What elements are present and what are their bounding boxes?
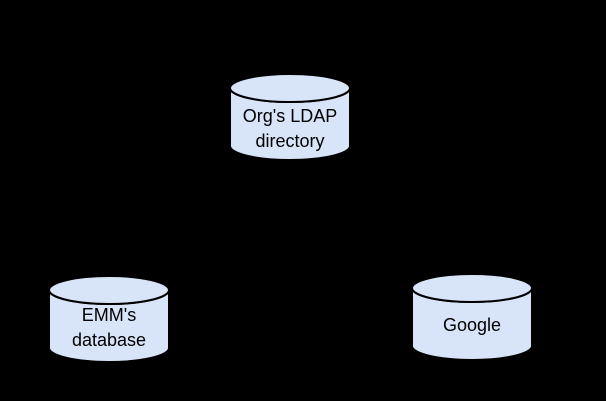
database-cylinder-icon — [411, 273, 533, 361]
node-orgs-ldap-directory — [228, 72, 352, 162]
database-cylinder-icon — [48, 275, 170, 363]
cylinder-lid — [48, 275, 170, 305]
cylinder-lid — [411, 273, 533, 303]
cylinder-lid — [229, 73, 351, 103]
database-cylinder-icon — [229, 73, 351, 161]
node-emms-database — [47, 274, 171, 364]
node-google — [410, 272, 534, 362]
